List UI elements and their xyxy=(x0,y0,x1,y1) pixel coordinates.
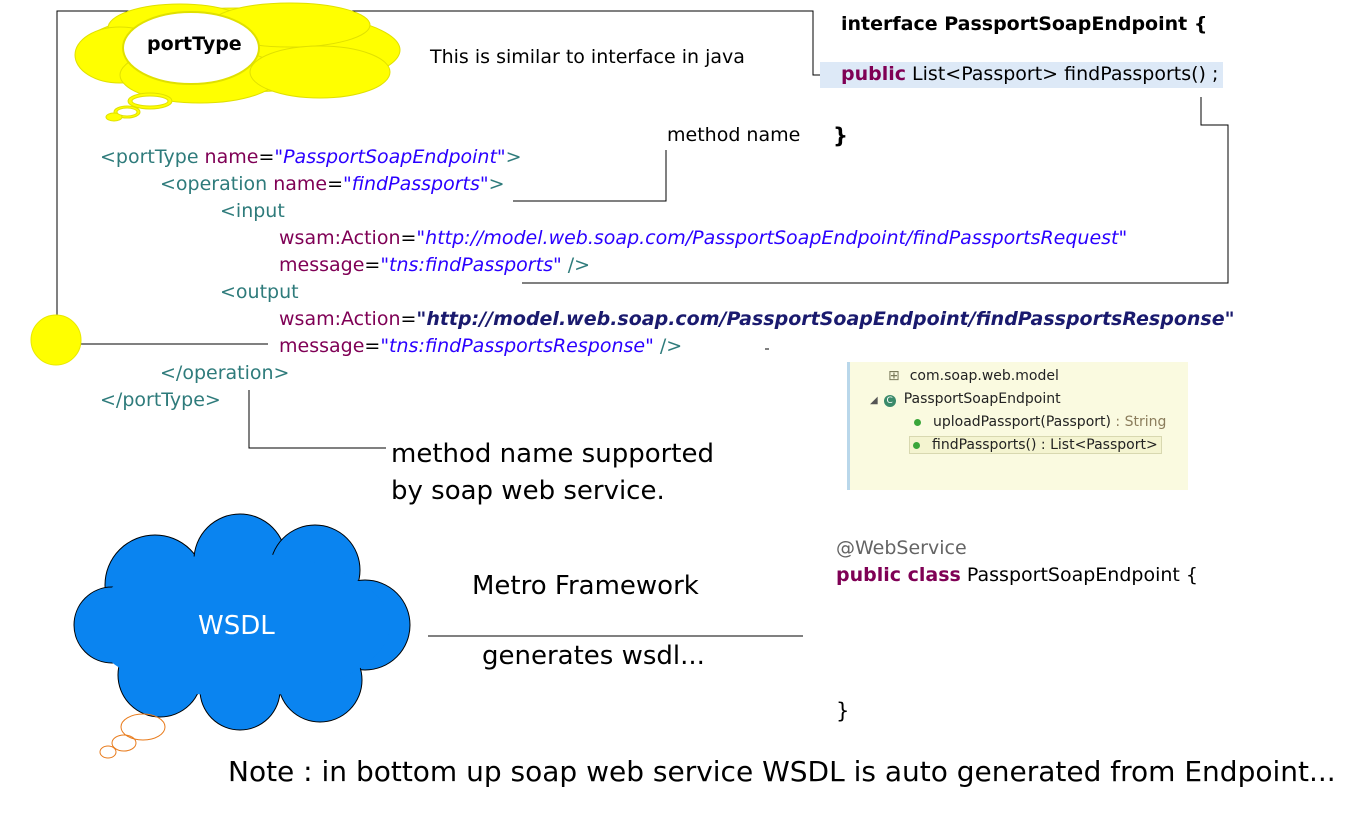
find-passports-connector xyxy=(522,97,1229,284)
xml-line-input: <input xyxy=(220,200,285,222)
interface-close-brace: } xyxy=(833,124,848,148)
class-icon: C xyxy=(883,395,896,407)
method-item-find[interactable]: findPassports() : List<Passport> xyxy=(909,436,1162,454)
porttype-label: portType xyxy=(147,33,242,55)
xml-line-input-action: wsam:Action="http://model.web.soap.com/P… xyxy=(279,227,1128,249)
xml-line-operation-close: </operation> xyxy=(160,362,290,384)
generates-wsdl-label: generates wsdl... xyxy=(482,641,705,671)
interface-header: interface PassportSoapEndpoint { xyxy=(841,13,1208,35)
bottom-note: Note : in bottom up soap web service WSD… xyxy=(228,755,1336,788)
class-close-brace: } xyxy=(836,699,850,723)
porttype-cloud-inner xyxy=(122,11,260,85)
supported-connector xyxy=(248,390,386,449)
package-icon: ⊞ xyxy=(888,368,900,384)
supported-note: method name supported by soap web servic… xyxy=(391,439,714,506)
xml-line-operation: <operation name="findPassports"> xyxy=(160,173,505,195)
package-item[interactable]: ⊞com.soap.web.model xyxy=(888,368,1059,384)
similar-note: This is similar to interface in java xyxy=(430,46,745,68)
porttype-anchor-dot xyxy=(30,314,82,366)
public-method-icon xyxy=(914,418,921,426)
interface-method-highlight xyxy=(820,62,1223,88)
method-name-connector xyxy=(513,150,667,202)
public-keyword: public xyxy=(841,63,907,85)
xml-line-porttype-close: </portType> xyxy=(100,389,221,411)
xml-line-output: <output xyxy=(220,281,299,303)
xml-line-porttype: <portType name="PassportSoapEndpoint"> xyxy=(100,146,522,168)
method-signature: List<Passport> findPassports() ; xyxy=(906,63,1219,85)
porttype-connector xyxy=(56,10,822,318)
method-name-label: method name xyxy=(667,124,801,146)
class-declaration: public class PassportSoapEndpoint { xyxy=(836,564,1198,586)
xml-line-output-message: message="tns:findPassportsResponse" /> xyxy=(279,335,683,357)
method-item-upload[interactable]: uploadPassport(Passport) : String xyxy=(914,414,1166,430)
interface-method: public List<Passport> findPassports() ; xyxy=(841,63,1218,85)
xml-line-input-message: message="tns:findPassports" /> xyxy=(279,254,591,276)
webservice-annotation: @WebService xyxy=(836,537,967,559)
metro-framework-label: Metro Framework xyxy=(472,571,699,601)
collapse-arrow-icon: ◢ xyxy=(870,395,878,406)
xml-line-output-action: wsam:Action="http://model.web.soap.com/P… xyxy=(279,308,1235,330)
wsdl-label: WSDL xyxy=(198,611,275,641)
public-method-icon xyxy=(913,441,920,449)
